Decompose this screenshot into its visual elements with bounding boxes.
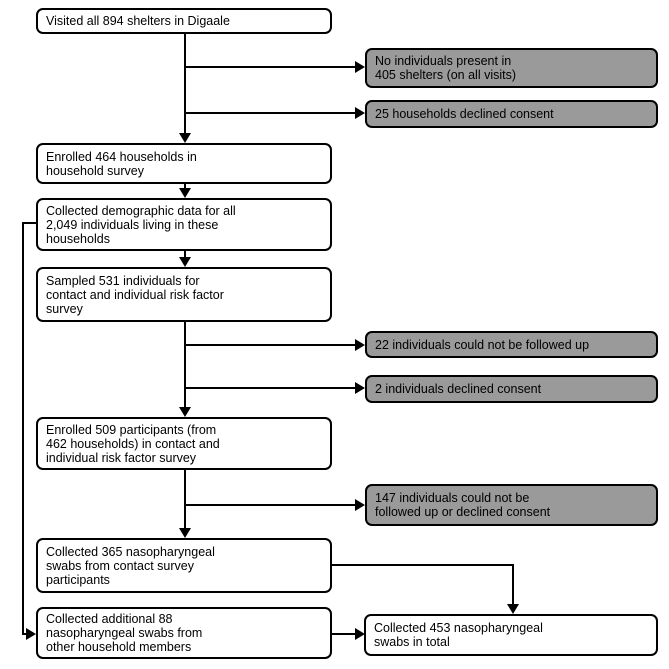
- arrowhead-right-additional: [26, 628, 36, 640]
- arrowhead-right-individuals-declined: [355, 382, 365, 394]
- flow-box-swabs-total: Collected 453 nasopharyngeal swabs in to…: [364, 614, 658, 656]
- arrowhead-right-total: [355, 628, 365, 640]
- arrowhead-down-enrolled: [179, 133, 191, 143]
- arrowhead-right-no-individuals: [355, 61, 365, 73]
- arrowhead-down-total: [507, 604, 519, 614]
- arrowhead-down-demographic: [179, 188, 191, 198]
- arrowhead-right-households-declined: [355, 107, 365, 119]
- arrowhead-down-participants: [179, 407, 191, 417]
- exclusion-box-no-individuals: No individuals present in 405 shelters (…: [365, 48, 658, 88]
- connector-bypass-demographic-to-additional: [22, 222, 36, 635]
- exclusion-box-individuals-declined: 2 individuals declined consent: [365, 375, 658, 403]
- arrowhead-right-147: [355, 499, 365, 511]
- flow-box-enrolled-participants: Enrolled 509 participants (from 462 hous…: [36, 417, 332, 470]
- exclusion-box-not-followed-up: 22 individuals could not be followed up: [365, 331, 658, 358]
- flow-box-enrolled-households: Enrolled 464 households in household sur…: [36, 143, 332, 184]
- flow-box-swabs-additional: Collected additional 88 nasopharyngeal s…: [36, 607, 332, 659]
- arrowhead-down-swabs: [179, 528, 191, 538]
- flow-box-swabs-contact: Collected 365 nasopharyngeal swabs from …: [36, 538, 332, 593]
- flow-box-visited-shelters: Visited all 894 shelters in Digaale: [36, 8, 332, 34]
- flow-box-demographic-data: Collected demographic data for all 2,049…: [36, 198, 332, 251]
- arrowhead-right-not-followed: [355, 339, 365, 351]
- exclusion-box-147-lost: 147 individuals could not be followed up…: [365, 484, 658, 526]
- exclusion-box-households-declined: 25 households declined consent: [365, 100, 658, 128]
- flow-box-sampled-individuals: Sampled 531 individuals for contact and …: [36, 267, 332, 322]
- arrowhead-down-sampled: [179, 257, 191, 267]
- connector-swabs-contact-to-total: [332, 564, 514, 605]
